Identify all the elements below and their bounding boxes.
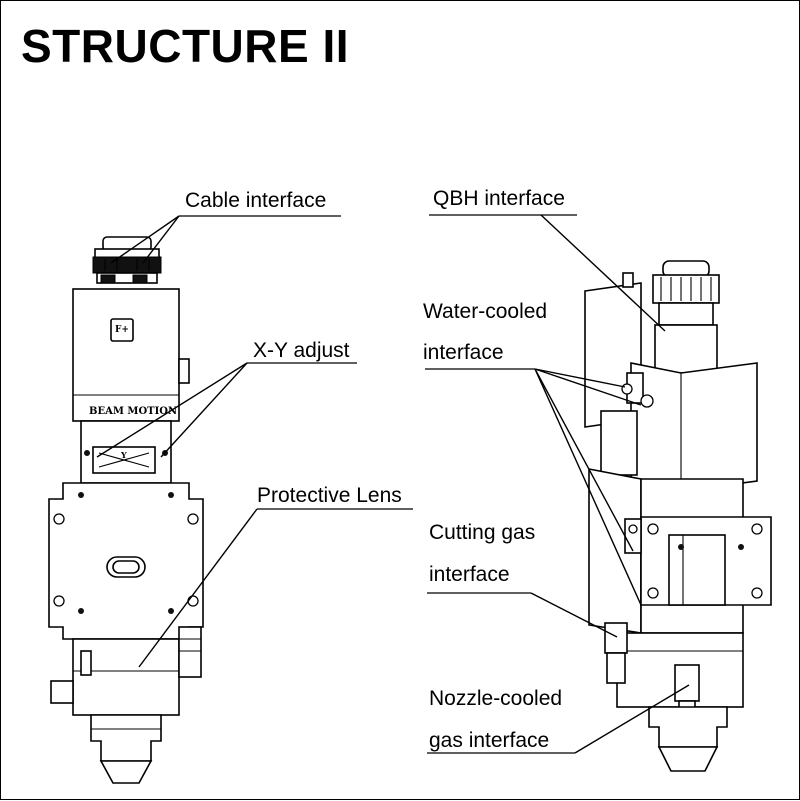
- panel-mark: F+: [115, 325, 129, 335]
- cutting-gas-fitting: [624, 518, 642, 554]
- label-protective-lens: Protective Lens: [257, 484, 402, 507]
- label-water-cooled-line2: interface: [423, 341, 504, 364]
- top-housing: [72, 288, 180, 422]
- page-title: STRUCTURE II: [21, 20, 349, 72]
- cable-connectors: [92, 236, 162, 284]
- nozzle-gas-fitting: [674, 664, 700, 702]
- adjust-mark: Y: [120, 450, 127, 460]
- left-cutting-head: F+ BEAM MOTION Y: [48, 236, 204, 784]
- right-leader-lines: [425, 214, 690, 754]
- label-cutting-gas-line1: Cutting gas: [429, 521, 536, 544]
- left-leader-lines: [96, 215, 413, 668]
- left-nozzle: [90, 714, 162, 762]
- label-xy-adjust: X-Y adjust: [253, 339, 350, 362]
- label-water-cooled-line1: Water-cooled: [423, 300, 548, 323]
- label-cable-interface: Cable interface: [185, 189, 327, 212]
- label-qbh-interface: QBH interface: [433, 187, 565, 210]
- label-cutting-gas-line2: interface: [429, 563, 510, 586]
- label-nozzle-cooled-line2: gas interface: [429, 729, 550, 752]
- right-nozzle: [648, 706, 728, 748]
- mid-column: [600, 410, 638, 476]
- qbh-connector: [652, 260, 720, 374]
- label-nozzle-cooled-line1: Nozzle-cooled: [429, 687, 563, 710]
- upper-block: [630, 362, 758, 492]
- engraving-text: BEAM MOTION: [89, 406, 177, 417]
- right-cutting-head: [584, 260, 772, 772]
